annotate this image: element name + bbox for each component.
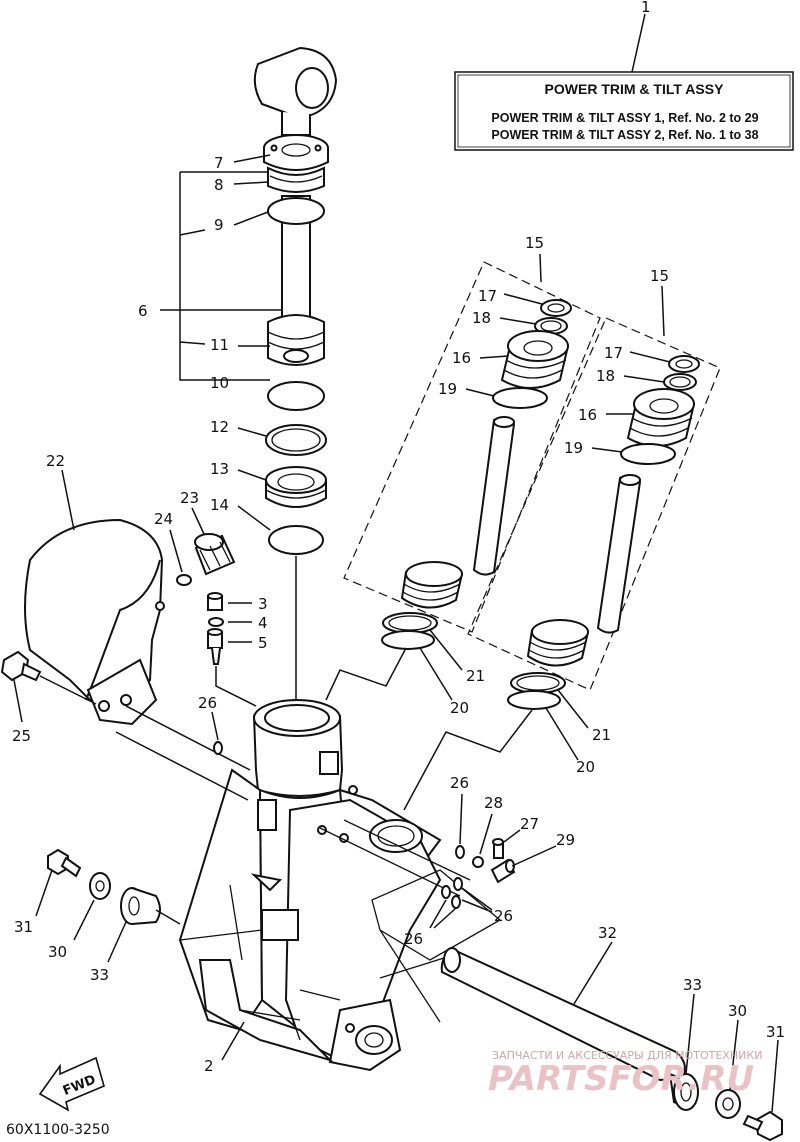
o-ring-4 <box>208 617 224 627</box>
tilt-cylinder-body <box>178 699 442 1072</box>
label-20b: 20 <box>576 758 595 776</box>
label-19a: 19 <box>438 380 457 398</box>
label-16b: 16 <box>578 406 597 424</box>
title-heading: POWER TRIM & TILT ASSY <box>545 81 725 97</box>
label-15a: 15 <box>525 234 544 252</box>
ball-28 <box>472 856 484 868</box>
o-ring-14 <box>268 525 324 555</box>
label-6: 6 <box>138 302 148 320</box>
watermark-line-1: ЗАПЧАСТИ И АКСЕССУАРЫ ДЛЯ МОТОТЕХНИКИ <box>492 1049 762 1062</box>
o-ring-26a <box>213 741 223 755</box>
title-line-2: POWER TRIM & TILT ASSY 2, Ref. No. 1 to … <box>491 128 758 142</box>
label-13: 13 <box>210 460 229 478</box>
label-21b: 21 <box>592 726 611 744</box>
label-33a: 33 <box>90 966 109 984</box>
label-25: 25 <box>12 727 31 745</box>
label-14: 14 <box>210 496 229 514</box>
label-8: 8 <box>214 176 224 194</box>
bolt-31b <box>742 1110 783 1142</box>
label-18a: 18 <box>472 309 491 327</box>
label-16a: 16 <box>452 349 471 367</box>
label-17b: 17 <box>604 344 623 362</box>
label-30a: 30 <box>48 943 67 961</box>
label-24: 24 <box>154 510 173 528</box>
label-22: 22 <box>46 452 65 470</box>
label-15b: 15 <box>650 267 669 285</box>
washer-30a <box>89 872 111 900</box>
label-4: 4 <box>258 614 268 632</box>
diagram-code: 60X1100-3250 <box>6 1122 110 1138</box>
label-2: 2 <box>204 1057 214 1075</box>
trim-ram-assy-right <box>467 317 721 691</box>
label-1: 1 <box>641 0 651 16</box>
backup-ring-12 <box>265 424 327 456</box>
pin-29 <box>490 858 516 884</box>
label-7: 7 <box>214 154 224 172</box>
label-31a: 31 <box>14 918 33 936</box>
label-26b: 26 <box>450 774 469 792</box>
label-11: 11 <box>210 336 229 354</box>
tilt-pin-cover-22 <box>24 518 165 726</box>
label-26a: 26 <box>198 694 217 712</box>
tilt-cylinder-rod <box>253 46 338 366</box>
label-33b: 33 <box>683 976 702 994</box>
label-18b: 18 <box>596 367 615 385</box>
title-box: POWER TRIM & TILT ASSY POWER TRIM & TILT… <box>454 71 794 151</box>
label-32: 32 <box>598 924 617 942</box>
o-ring-9 <box>267 197 325 225</box>
o-ring-24 <box>176 574 192 586</box>
pin-27 <box>492 838 504 859</box>
bushing-33a <box>120 887 161 925</box>
label-5: 5 <box>258 634 268 652</box>
o-ring-10 <box>267 381 325 411</box>
label-26c: 26 <box>494 907 513 925</box>
label-29: 29 <box>556 831 575 849</box>
label-3: 3 <box>258 595 268 613</box>
label-23: 23 <box>180 489 199 507</box>
label-12: 12 <box>210 418 229 436</box>
label-20a: 20 <box>450 699 469 717</box>
o-ring-20b <box>507 690 561 710</box>
o-ring-20a <box>381 630 435 650</box>
valve-5 <box>207 628 223 665</box>
label-21a: 21 <box>466 667 485 685</box>
label-31b: 31 <box>766 1023 785 1041</box>
fwd-arrow-icon: FWD <box>38 1056 105 1112</box>
valve-3 <box>207 592 223 611</box>
washer-30b <box>715 1089 741 1119</box>
title-line-1: POWER TRIM & TILT ASSY 1, Ref. No. 2 to … <box>491 111 758 125</box>
label-26d: 26 <box>404 930 423 948</box>
bolt-25 <box>0 650 42 682</box>
label-27: 27 <box>520 815 539 833</box>
label-10: 10 <box>210 374 229 392</box>
label-28: 28 <box>484 794 503 812</box>
cylinder-cap-13 <box>265 466 327 508</box>
bushing-33b <box>668 1072 699 1111</box>
label-19b: 19 <box>564 439 583 457</box>
trim-ram-assy-left <box>343 261 601 633</box>
label-30b: 30 <box>728 1002 747 1020</box>
label-9: 9 <box>214 216 224 234</box>
label-17a: 17 <box>478 287 497 305</box>
watermark-line-2: PARTSFOR.RU <box>488 1059 754 1099</box>
bushing-23 <box>194 533 236 576</box>
bolt-31a <box>47 848 82 878</box>
